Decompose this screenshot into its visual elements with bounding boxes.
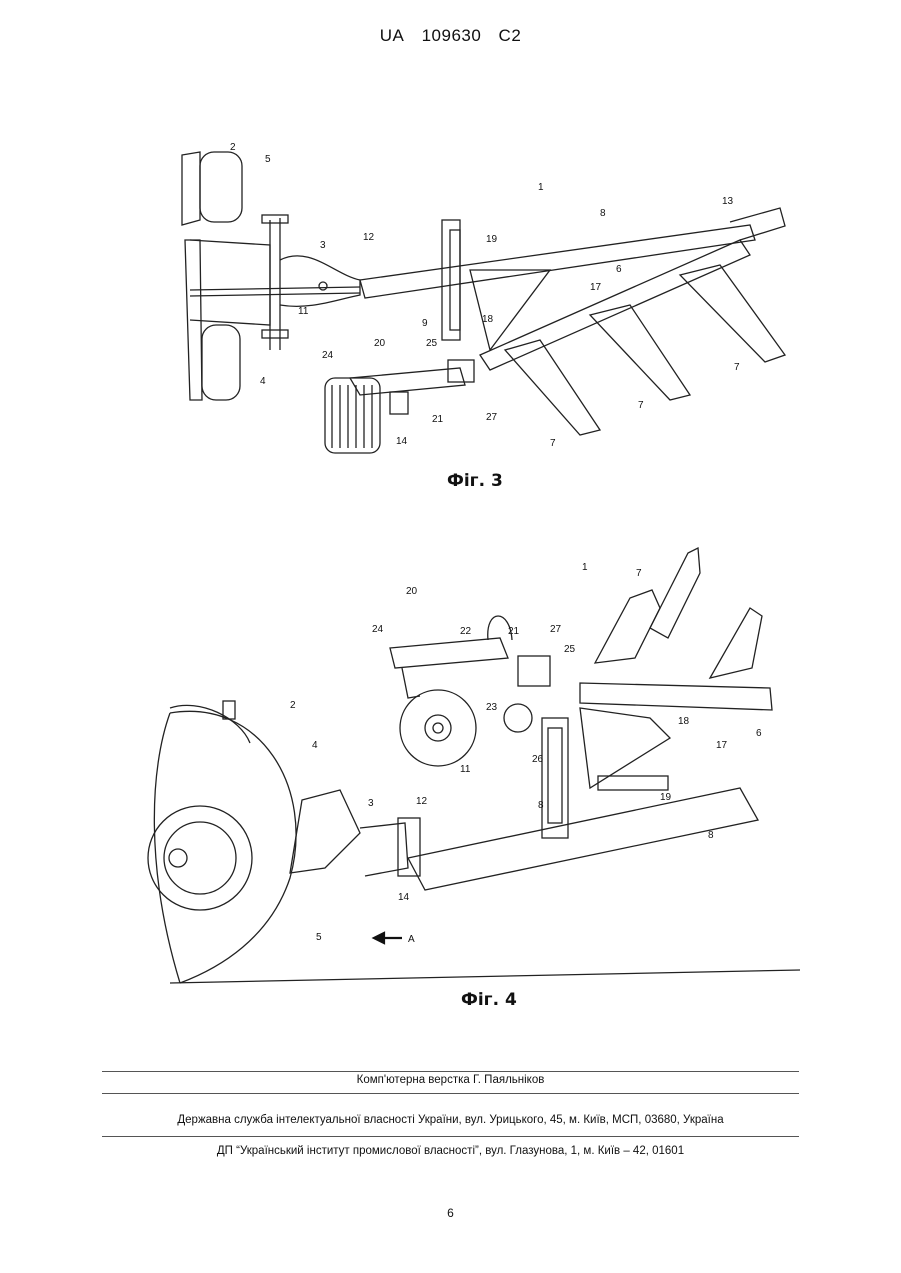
figure-4-labels: 1 7 20 24 22 21 27 25 2 23 18 6 4 17 26 …	[290, 562, 762, 945]
fig4-label-12: 14	[398, 892, 410, 903]
fig4-label-20: 20	[406, 586, 418, 597]
fig4-label-27: 27	[550, 624, 562, 635]
fig4-label-11: 12	[416, 796, 428, 807]
fig4-label-2: 2	[290, 700, 296, 711]
figure-4-caption: Фіг. 4	[461, 990, 517, 1010]
figure-3-drawing: 2 5 1 8 13 3 12 19 6 17 11 9 18 25 20 4 …	[160, 130, 800, 470]
fig4-label-25: 25	[564, 644, 576, 655]
fig3-label-7b: 7	[638, 400, 644, 411]
figure-3-labels: 2 5 1 8 13 3 12 19 6 17 11 9 18 25 20 4 …	[230, 142, 740, 449]
page-number: 6	[0, 1206, 901, 1220]
header-country: UA	[380, 26, 405, 45]
fig4-label-8: 8	[708, 830, 714, 841]
footer-rule-3	[102, 1136, 799, 1137]
fig3-label-25: 25	[426, 338, 438, 349]
fig4-label-18: 18	[678, 716, 690, 727]
fig3-label-20: 20	[374, 338, 386, 349]
fig3-label-27: 27	[486, 412, 498, 423]
figure-3-svg: 2 5 1 8 13 3 12 19 6 17 11 9 18 25 20 4 …	[160, 130, 800, 470]
fig4-label-1: 1	[582, 562, 588, 573]
fig3-label-1: 1	[538, 182, 544, 193]
fig4-label-6: 6	[756, 728, 762, 739]
fig3-label-17: 17	[590, 282, 602, 293]
document-header: UA 109630 C2	[0, 26, 901, 46]
fig4-label-9: 8	[538, 800, 544, 811]
fig3-label-2: 2	[230, 142, 236, 153]
fig3-label-6: 6	[616, 264, 622, 275]
figure-4-svg: 1 7 20 24 22 21 27 25 2 23 18 6 4 17 26 …	[140, 538, 820, 993]
fig4-label-17: 17	[716, 740, 728, 751]
footer-institute: ДП “Український інститут промислової вла…	[0, 1145, 901, 1157]
footer-rule-1	[102, 1071, 799, 1072]
fig3-label-7a: 7	[734, 362, 740, 373]
fig3-label-7c: 7	[550, 438, 556, 449]
fig3-label-14: 14	[396, 436, 408, 447]
header-number: 109630	[422, 26, 482, 45]
fig4-label-3: 3	[368, 798, 374, 809]
fig3-label-8: 8	[600, 208, 606, 219]
fig4-label-14: 11	[460, 764, 471, 775]
header-kind: C2	[499, 26, 522, 45]
fig3-label-21: 21	[432, 414, 444, 425]
fig4-label-7: 7	[636, 568, 642, 579]
fig3-label-11: 11	[298, 306, 309, 317]
fig3-label-9: 9	[422, 318, 428, 329]
fig4-label-23: 23	[486, 702, 498, 713]
footer-layout-credit: Комп'ютерна верстка Г. Паяльніков	[0, 1074, 901, 1086]
fig4-label-21: 21	[508, 626, 520, 637]
fig4-label-A: A	[408, 934, 415, 945]
fig3-label-19: 19	[486, 234, 498, 245]
direction-arrow-icon	[374, 933, 402, 943]
fig4-label-22: 22	[460, 626, 472, 637]
fig4-label-5: 5	[316, 932, 322, 943]
fig3-label-12: 12	[363, 232, 375, 243]
figure-4-drawing: 1 7 20 24 22 21 27 25 2 23 18 6 4 17 26 …	[140, 538, 820, 993]
fig4-label-4: 4	[312, 740, 318, 751]
fig4-label-19: 19	[660, 792, 672, 803]
fig3-label-3: 3	[320, 240, 326, 251]
fig3-label-18: 18	[482, 314, 494, 325]
fig4-label-26: 26	[532, 754, 544, 765]
fig4-label-24: 24	[372, 624, 384, 635]
fig3-label-13: 13	[722, 196, 734, 207]
fig3-label-5: 5	[265, 154, 271, 165]
fig3-label-4: 4	[260, 376, 266, 387]
footer-office: Державна служба інтелектуальної власност…	[0, 1114, 901, 1126]
footer-rule-2	[102, 1093, 799, 1094]
fig3-label-24: 24	[322, 350, 334, 361]
figure-3-caption: Фіг. 3	[447, 471, 503, 491]
